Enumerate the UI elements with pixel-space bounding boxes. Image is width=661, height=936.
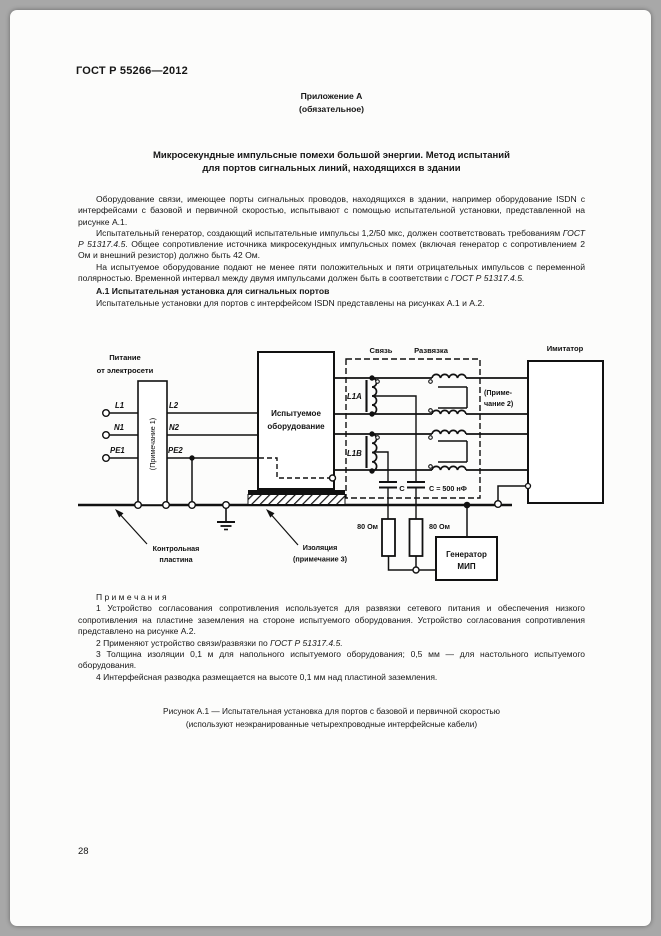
- coupling-choke-l1a: [365, 375, 417, 482]
- eut-earth-dashed-wire: [259, 457, 330, 479]
- ground-junction-circles: [133, 500, 503, 510]
- annex-heading: Приложение А (обязательное): [78, 90, 585, 115]
- gost-reference: ГОСТ Р 51317.4.5: [78, 227, 585, 250]
- paragraph-3: На испытуемое оборудование подают не мен…: [78, 262, 585, 285]
- terminal-n1-label: N1: [114, 423, 124, 432]
- simulator-label: Имитатор: [547, 344, 584, 353]
- resistor-left-label: 80 Ом: [357, 522, 378, 531]
- generator-label2: МИП: [457, 562, 475, 571]
- paragraph-4: Испытательные установки для портов с инт…: [96, 297, 485, 308]
- capacitor-symbol-label: С: [399, 484, 405, 493]
- insulation-callout: [266, 509, 299, 546]
- notes-section: П р и м е ч а н и я 1 Устройство согласо…: [78, 592, 585, 683]
- note-2: 2 Применяют устройство связи/развязки по…: [78, 638, 585, 649]
- gost-reference: ГОСТ Р 51317.4.5.: [451, 273, 525, 284]
- paragraph-3-a: На испытуемое оборудование подают не мен…: [78, 261, 585, 284]
- resistor-right-label: 80 Ом: [429, 522, 450, 531]
- terminal-l1-label: L1: [115, 401, 124, 410]
- coupling-choke-l1b: [365, 431, 389, 482]
- eut-earth-terminal: [328, 474, 337, 482]
- surge-resistors: [381, 518, 424, 557]
- simulator-box: [527, 360, 604, 504]
- eut-box: [257, 351, 335, 490]
- figure-a1-diagram: Питание от электросети L1 N1 PE1 L2 N2 P…: [78, 344, 604, 581]
- main-title-line2: для портов сигнальных линий, находящихся…: [202, 163, 461, 174]
- generator-label1: Генератор: [446, 550, 487, 559]
- insulation-label2: (примечание 3): [293, 555, 348, 564]
- insulation-bar: [247, 490, 346, 505]
- section-heading-a1: А.1 Испытательная установка для сигнальн…: [96, 286, 330, 297]
- coupling-label: Связь: [370, 346, 393, 355]
- note2-ref-line2: чание 2): [484, 399, 514, 408]
- earth-symbol: [217, 507, 235, 531]
- mains-terminals: [101, 409, 110, 463]
- figure-caption-line1: Рисунок А.1 — Испытательная установка дл…: [163, 706, 500, 716]
- generator-ground-wire: [463, 501, 471, 537]
- capacitor-value-label: С = 500 нФ: [429, 484, 467, 493]
- document-page: ГОСТ Р 55266—2012 Приложение А (обязател…: [10, 10, 651, 926]
- eut-label1: Испытуемое: [271, 409, 321, 418]
- decoupling-label: Развязка: [414, 346, 449, 355]
- terminal-pe2-label: PE2: [168, 446, 183, 455]
- generator-box: [435, 536, 498, 581]
- choke-l1b-label: L1B: [347, 449, 362, 458]
- paragraph-1: Оборудование связи, имеющее порты сигнал…: [78, 194, 585, 227]
- doc-code: ГОСТ Р 55266—2012: [76, 65, 188, 77]
- annex-subtitle: (обязательное): [298, 103, 365, 114]
- terminal-pe1-label: PE1: [110, 446, 125, 455]
- note-3: 3 Толщина изоляции 0,1 м для напольного …: [78, 649, 585, 671]
- decoupling-inductors: [428, 373, 467, 471]
- figure-caption: Рисунок А.1 — Испытательная установка дл…: [59, 705, 604, 730]
- inductor-secondary-links: [438, 386, 468, 463]
- coupling-capacitors: [379, 481, 425, 519]
- note-2-a: 2 Применяют устройство связи/развязки по: [96, 637, 271, 648]
- main-title-line1: Микросекундные импульсные помехи большой…: [153, 150, 510, 161]
- resistor-bottom-wires: [387, 556, 436, 574]
- power-source-label2: от электросети: [97, 366, 154, 375]
- figure-caption-line2: (используют неэкранированные четырехпров…: [185, 718, 478, 729]
- paragraph-2-c: . Общее сопротивление источника микросек…: [78, 239, 585, 261]
- gost-reference: ГОСТ Р 51317.4.5.: [270, 637, 343, 648]
- terminal-n2-label: N2: [169, 423, 180, 432]
- matching-device-box: [137, 380, 168, 506]
- reference-plate-label2: пластина: [159, 555, 193, 564]
- paragraph-2-a: Испытательный генератор, создающий испыт…: [96, 227, 563, 238]
- body-text: Оборудование связи, имеющее порты сигнал…: [78, 194, 585, 309]
- page-number: 28: [78, 846, 89, 857]
- note-4: 4 Интерфейсная разводка размещается на в…: [96, 671, 438, 682]
- reference-plate-label1: Контрольная: [153, 544, 200, 553]
- matching-device-note: (Примечание 1): [148, 418, 157, 470]
- choke-l1a-label: L1A: [347, 392, 362, 401]
- coupling-decoupling-box: [345, 358, 481, 499]
- eut-label2: оборудование: [267, 422, 325, 431]
- reference-plate-callout: [115, 509, 148, 545]
- main-title: Микросекундные импульсные помехи большой…: [59, 149, 604, 175]
- simulator-ground-wire: [497, 482, 532, 501]
- note2-ref-line1: (Приме-: [484, 388, 513, 397]
- note-1: 1 Устройство согласования сопротивления …: [78, 603, 585, 637]
- paragraph-2: Испытательный генератор, создающий испыт…: [78, 228, 585, 262]
- insulation-label1: Изоляция: [303, 543, 338, 552]
- notes-heading: П р и м е ч а н и я: [96, 592, 167, 602]
- power-source-label: Питание: [109, 353, 141, 362]
- terminal-l2-label: L2: [169, 401, 179, 410]
- pe-junction: [189, 455, 195, 503]
- annex-title: Приложение А: [300, 91, 363, 101]
- mains-wires: [109, 412, 258, 459]
